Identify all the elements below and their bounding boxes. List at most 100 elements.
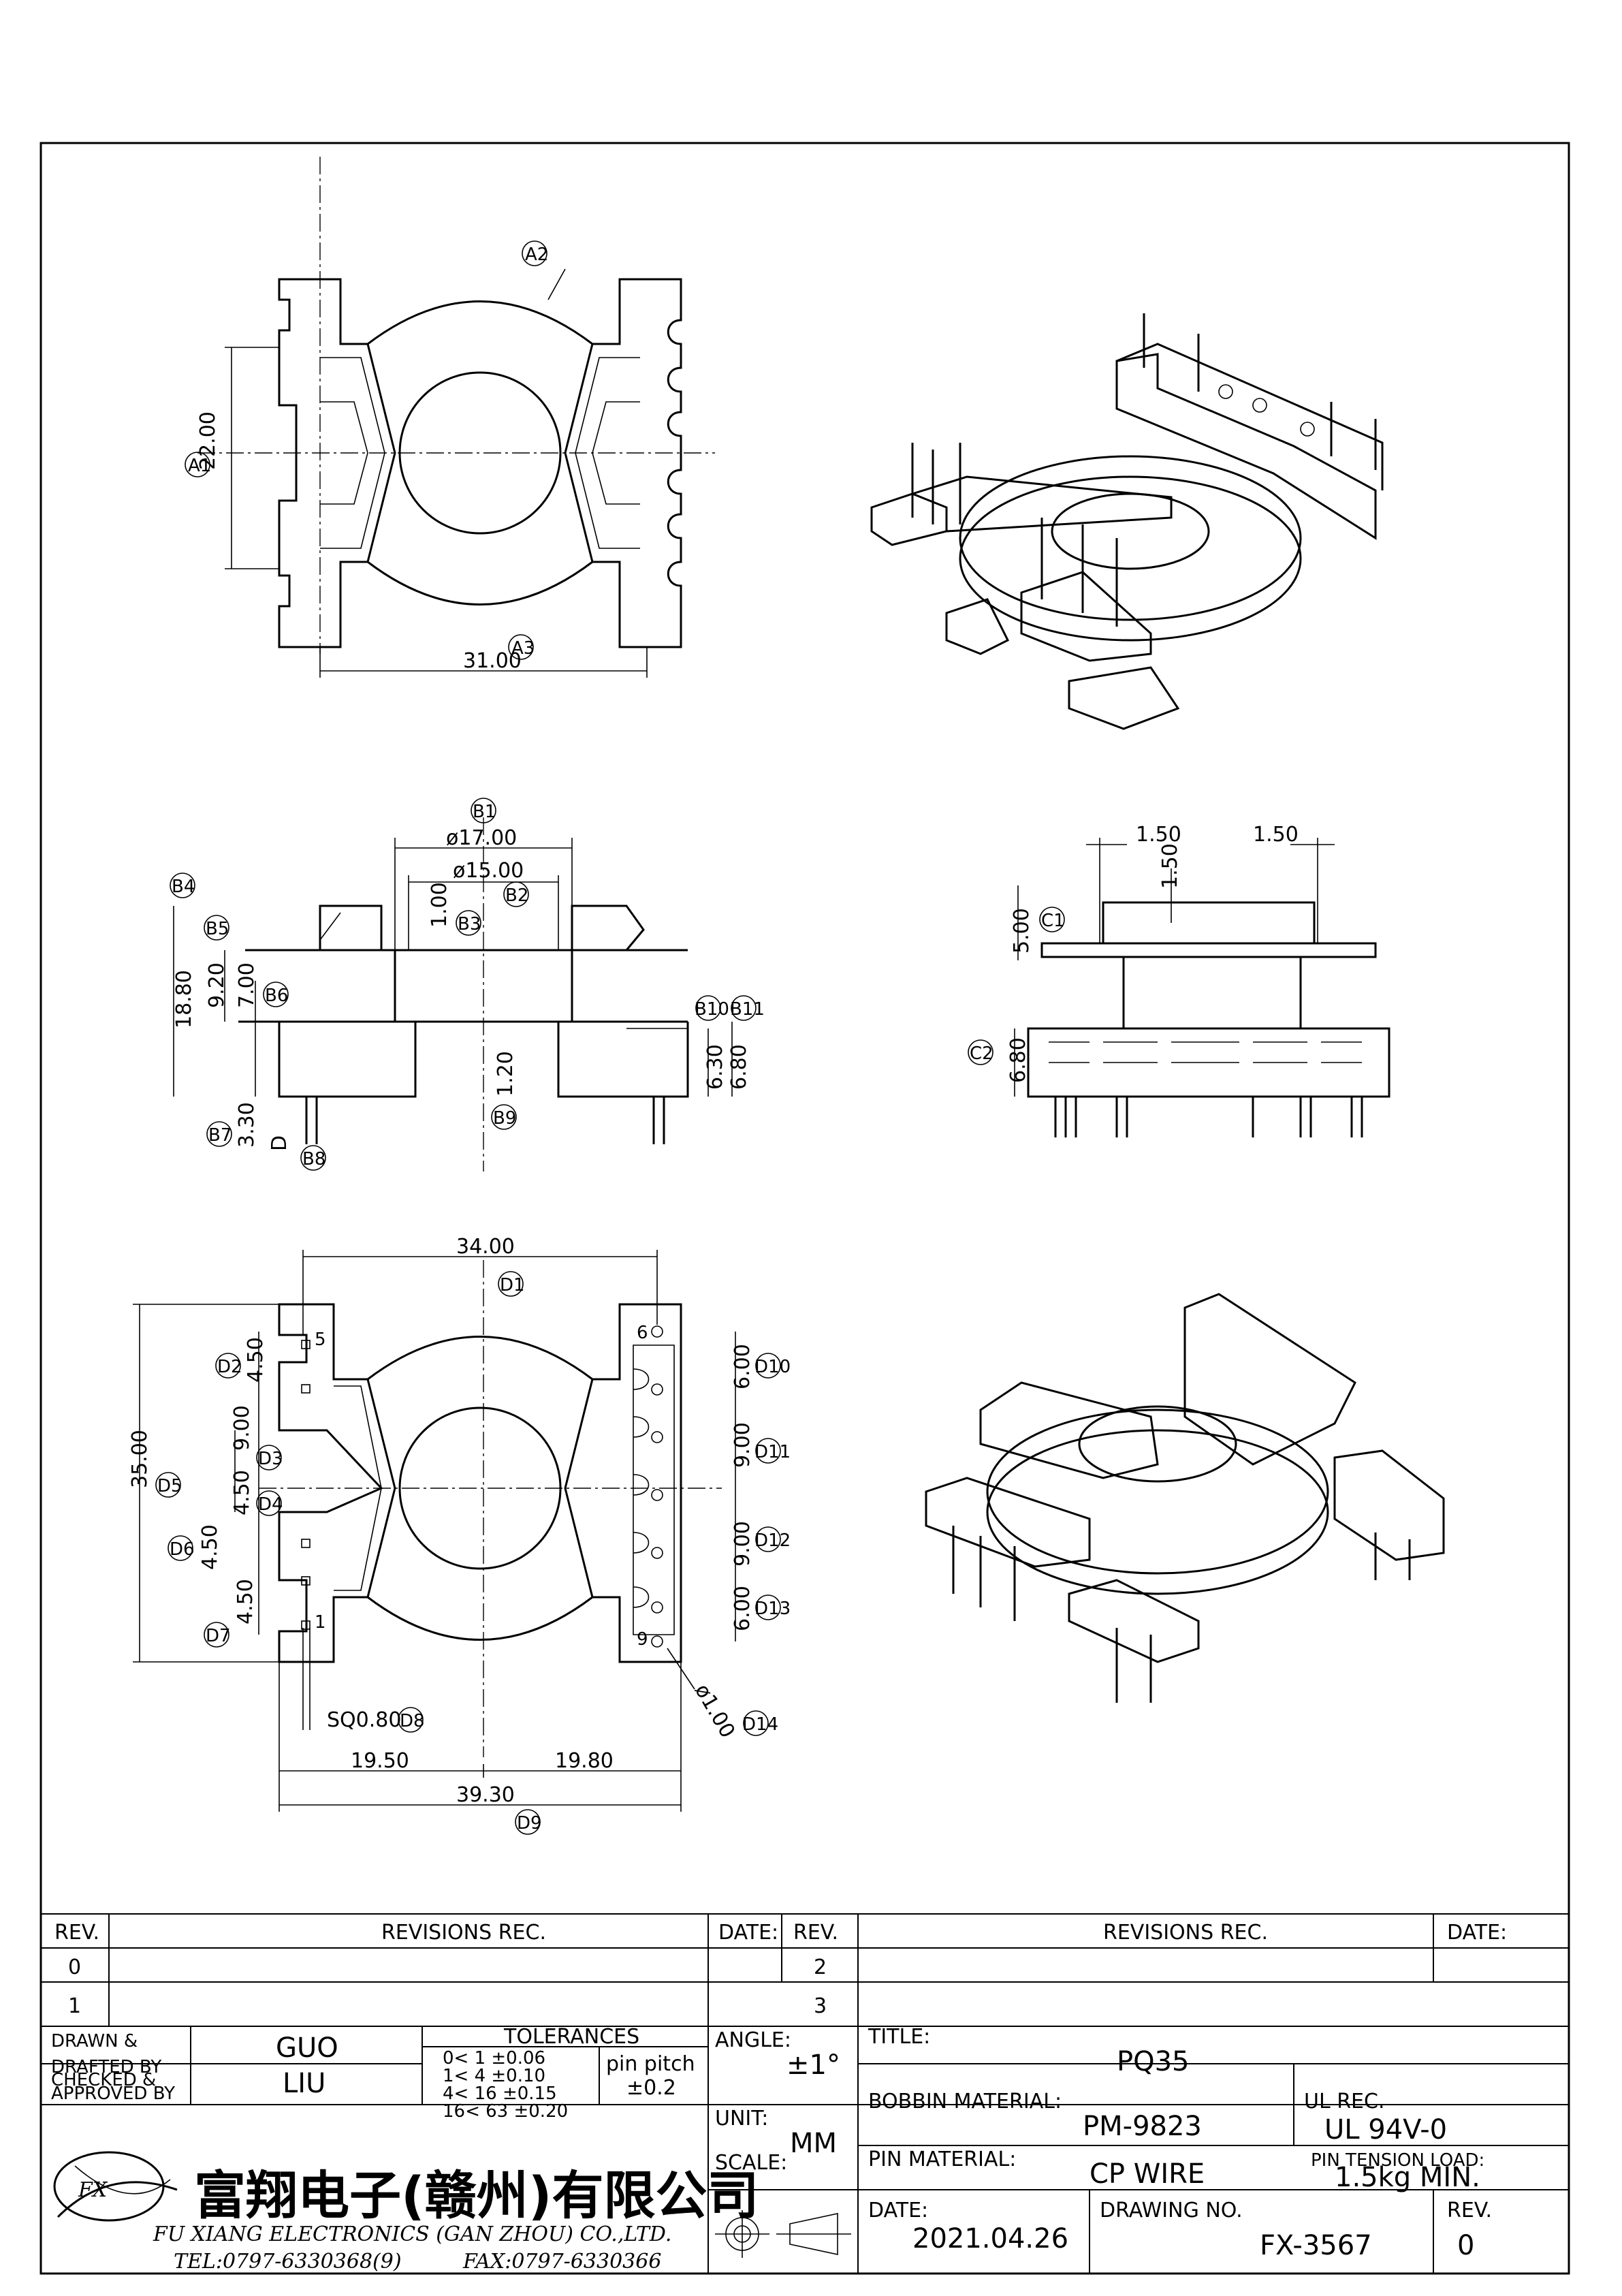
dim-b2-value: ø15.00: [453, 859, 524, 883]
dim-b4-value: 18.80: [172, 970, 196, 1028]
rev-value: 0: [1457, 2230, 1474, 2261]
dim-d7-value: 4.50: [234, 1579, 257, 1624]
label-d5: D5: [157, 1476, 182, 1496]
rev-row-3: 3: [814, 1994, 827, 2018]
dim-c-150c: 1.50: [1158, 843, 1182, 889]
company-tel: TEL:0797-6330368(9): [174, 2250, 402, 2274]
dim-c-150b: 1.50: [1253, 823, 1299, 847]
dim-d13-value: 6.00: [731, 1586, 754, 1631]
label-b4: B4: [172, 877, 195, 897]
company-name-cn: 富翔电子(赣州)有限公司: [194, 2165, 759, 2226]
label-d10: D10: [754, 1357, 791, 1377]
drawing-no-value: FX-3567: [1260, 2230, 1372, 2261]
pin-9-label: 9: [637, 1629, 648, 1650]
label-d4: D4: [258, 1494, 283, 1515]
pin-material-label: PIN MATERIAL:: [868, 2148, 1016, 2171]
dim-d2-value: 4.50: [244, 1337, 268, 1383]
tol-row-2: 4< 16 ±0.15: [443, 2083, 557, 2104]
checked-value: LIU: [283, 2068, 325, 2099]
dim-d8-value: SQ0.80: [327, 1708, 401, 1732]
title-value: PQ35: [1117, 2046, 1190, 2077]
bobbin-value: PM-9823: [1083, 2111, 1202, 2142]
date-value: 2021.04.26: [912, 2223, 1068, 2254]
dim-b7-value: 3.30: [235, 1102, 259, 1148]
label-b3: B3: [458, 914, 481, 934]
label-a1: A1: [188, 456, 211, 476]
date-header-left: DATE:: [718, 1921, 778, 1945]
dim-d-right: 19.80: [555, 1749, 614, 1773]
label-b9: B9: [493, 1108, 516, 1129]
rev-header-right: REV.: [793, 1921, 838, 1945]
label-b1: B1: [473, 802, 496, 822]
rec-header-left: REVISIONS REC.: [381, 1921, 546, 1945]
dim-b10-value: 6.30: [703, 1044, 727, 1090]
label-a2: A2: [525, 245, 548, 265]
label-d12: D12: [754, 1530, 791, 1551]
company-fax: FAX:0797-6330366: [462, 2250, 661, 2274]
tol-row-1: 1< 4 ±0.10: [443, 2066, 545, 2086]
rev-label: REV.: [1447, 2199, 1492, 2222]
label-b10: B10: [695, 999, 729, 1020]
unit-label: UNIT:: [715, 2107, 768, 2130]
tension-label: PIN TENSION LOAD:: [1311, 2150, 1484, 2171]
label-d9: D9: [517, 1813, 542, 1834]
dim-d4-value: 4.50: [230, 1470, 254, 1515]
rev-row-1: 1: [68, 1994, 81, 2018]
checked-label-2: APPROVED BY: [51, 2083, 175, 2104]
label-d14: D14: [742, 1714, 778, 1735]
dim-a3-value: 31.00: [463, 649, 522, 673]
label-c2: C2: [970, 1043, 993, 1064]
dim-b11-value: 6.80: [727, 1044, 751, 1090]
dim-d-left: 19.50: [351, 1749, 409, 1773]
pin-1-label: 1: [315, 1612, 326, 1633]
label-d7: D7: [206, 1626, 231, 1646]
pin-pitch-label: pin pitch: [606, 2052, 695, 2076]
scale-label: SCALE:: [715, 2151, 787, 2175]
rev-row-0: 0: [68, 1955, 81, 1979]
view-d-bottom: [133, 1250, 736, 1812]
dim-d1-value: 34.00: [456, 1235, 515, 1259]
ul-label: UL REC.: [1304, 2090, 1385, 2113]
dim-d10-value: 6.00: [731, 1344, 754, 1389]
angle-value: ±1°: [786, 2049, 840, 2081]
rev-row-2: 2: [814, 1955, 827, 1979]
dim-d3-value: 9.00: [230, 1405, 254, 1451]
view-a-top: [197, 157, 715, 678]
dim-d9-value: 39.30: [456, 1783, 515, 1807]
projection-symbol: [715, 2210, 851, 2258]
label-d2: D2: [217, 1357, 242, 1377]
iso-view-top: [870, 313, 1384, 730]
dim-c1-value: 5.00: [1010, 908, 1034, 954]
pin-material-value: CP WIRE: [1090, 2158, 1205, 2190]
label-d3: D3: [258, 1449, 283, 1469]
iso-view-bottom: [925, 1293, 1445, 1703]
dim-b1-value: ø17.00: [446, 826, 517, 850]
company-logo: FX: [53, 2151, 178, 2222]
pin-5-label: 5: [315, 1330, 326, 1350]
date-label: DATE:: [868, 2199, 928, 2222]
label-b11: B11: [730, 999, 765, 1020]
dim-b9-value: 1.20: [494, 1051, 518, 1097]
drawn-value: GUO: [276, 2032, 338, 2064]
dim-b5-value: 9.20: [205, 962, 229, 1008]
drawn-label-2: DRAFTED BY: [51, 2057, 161, 2077]
label-d8: D8: [400, 1711, 425, 1731]
view-c-front: [1014, 838, 1390, 1137]
view-b-side: [173, 817, 733, 1171]
unit-value: MM: [790, 2128, 837, 2159]
label-b2: B2: [505, 885, 528, 906]
label-b5: B5: [206, 919, 229, 939]
dim-d11-value: 9.00: [731, 1422, 754, 1468]
tolerances-title: TOLERANCES: [503, 2025, 639, 2049]
dim-a1-value: 22.00: [196, 411, 220, 470]
label-b6: B6: [265, 986, 288, 1006]
tension-value: 1.5kg MIN.: [1335, 2162, 1480, 2193]
angle-label: ANGLE:: [715, 2028, 791, 2052]
logo-text: FX: [78, 2178, 108, 2202]
pin-6-label: 6: [637, 1323, 648, 1343]
pin-pitch-value: ±0.2: [626, 2076, 676, 2100]
sheet-border: [39, 142, 1570, 2275]
drawn-label-1: DRAWN &: [51, 2031, 138, 2051]
tol-row-0: 0< 1 ±0.06: [443, 2048, 545, 2069]
